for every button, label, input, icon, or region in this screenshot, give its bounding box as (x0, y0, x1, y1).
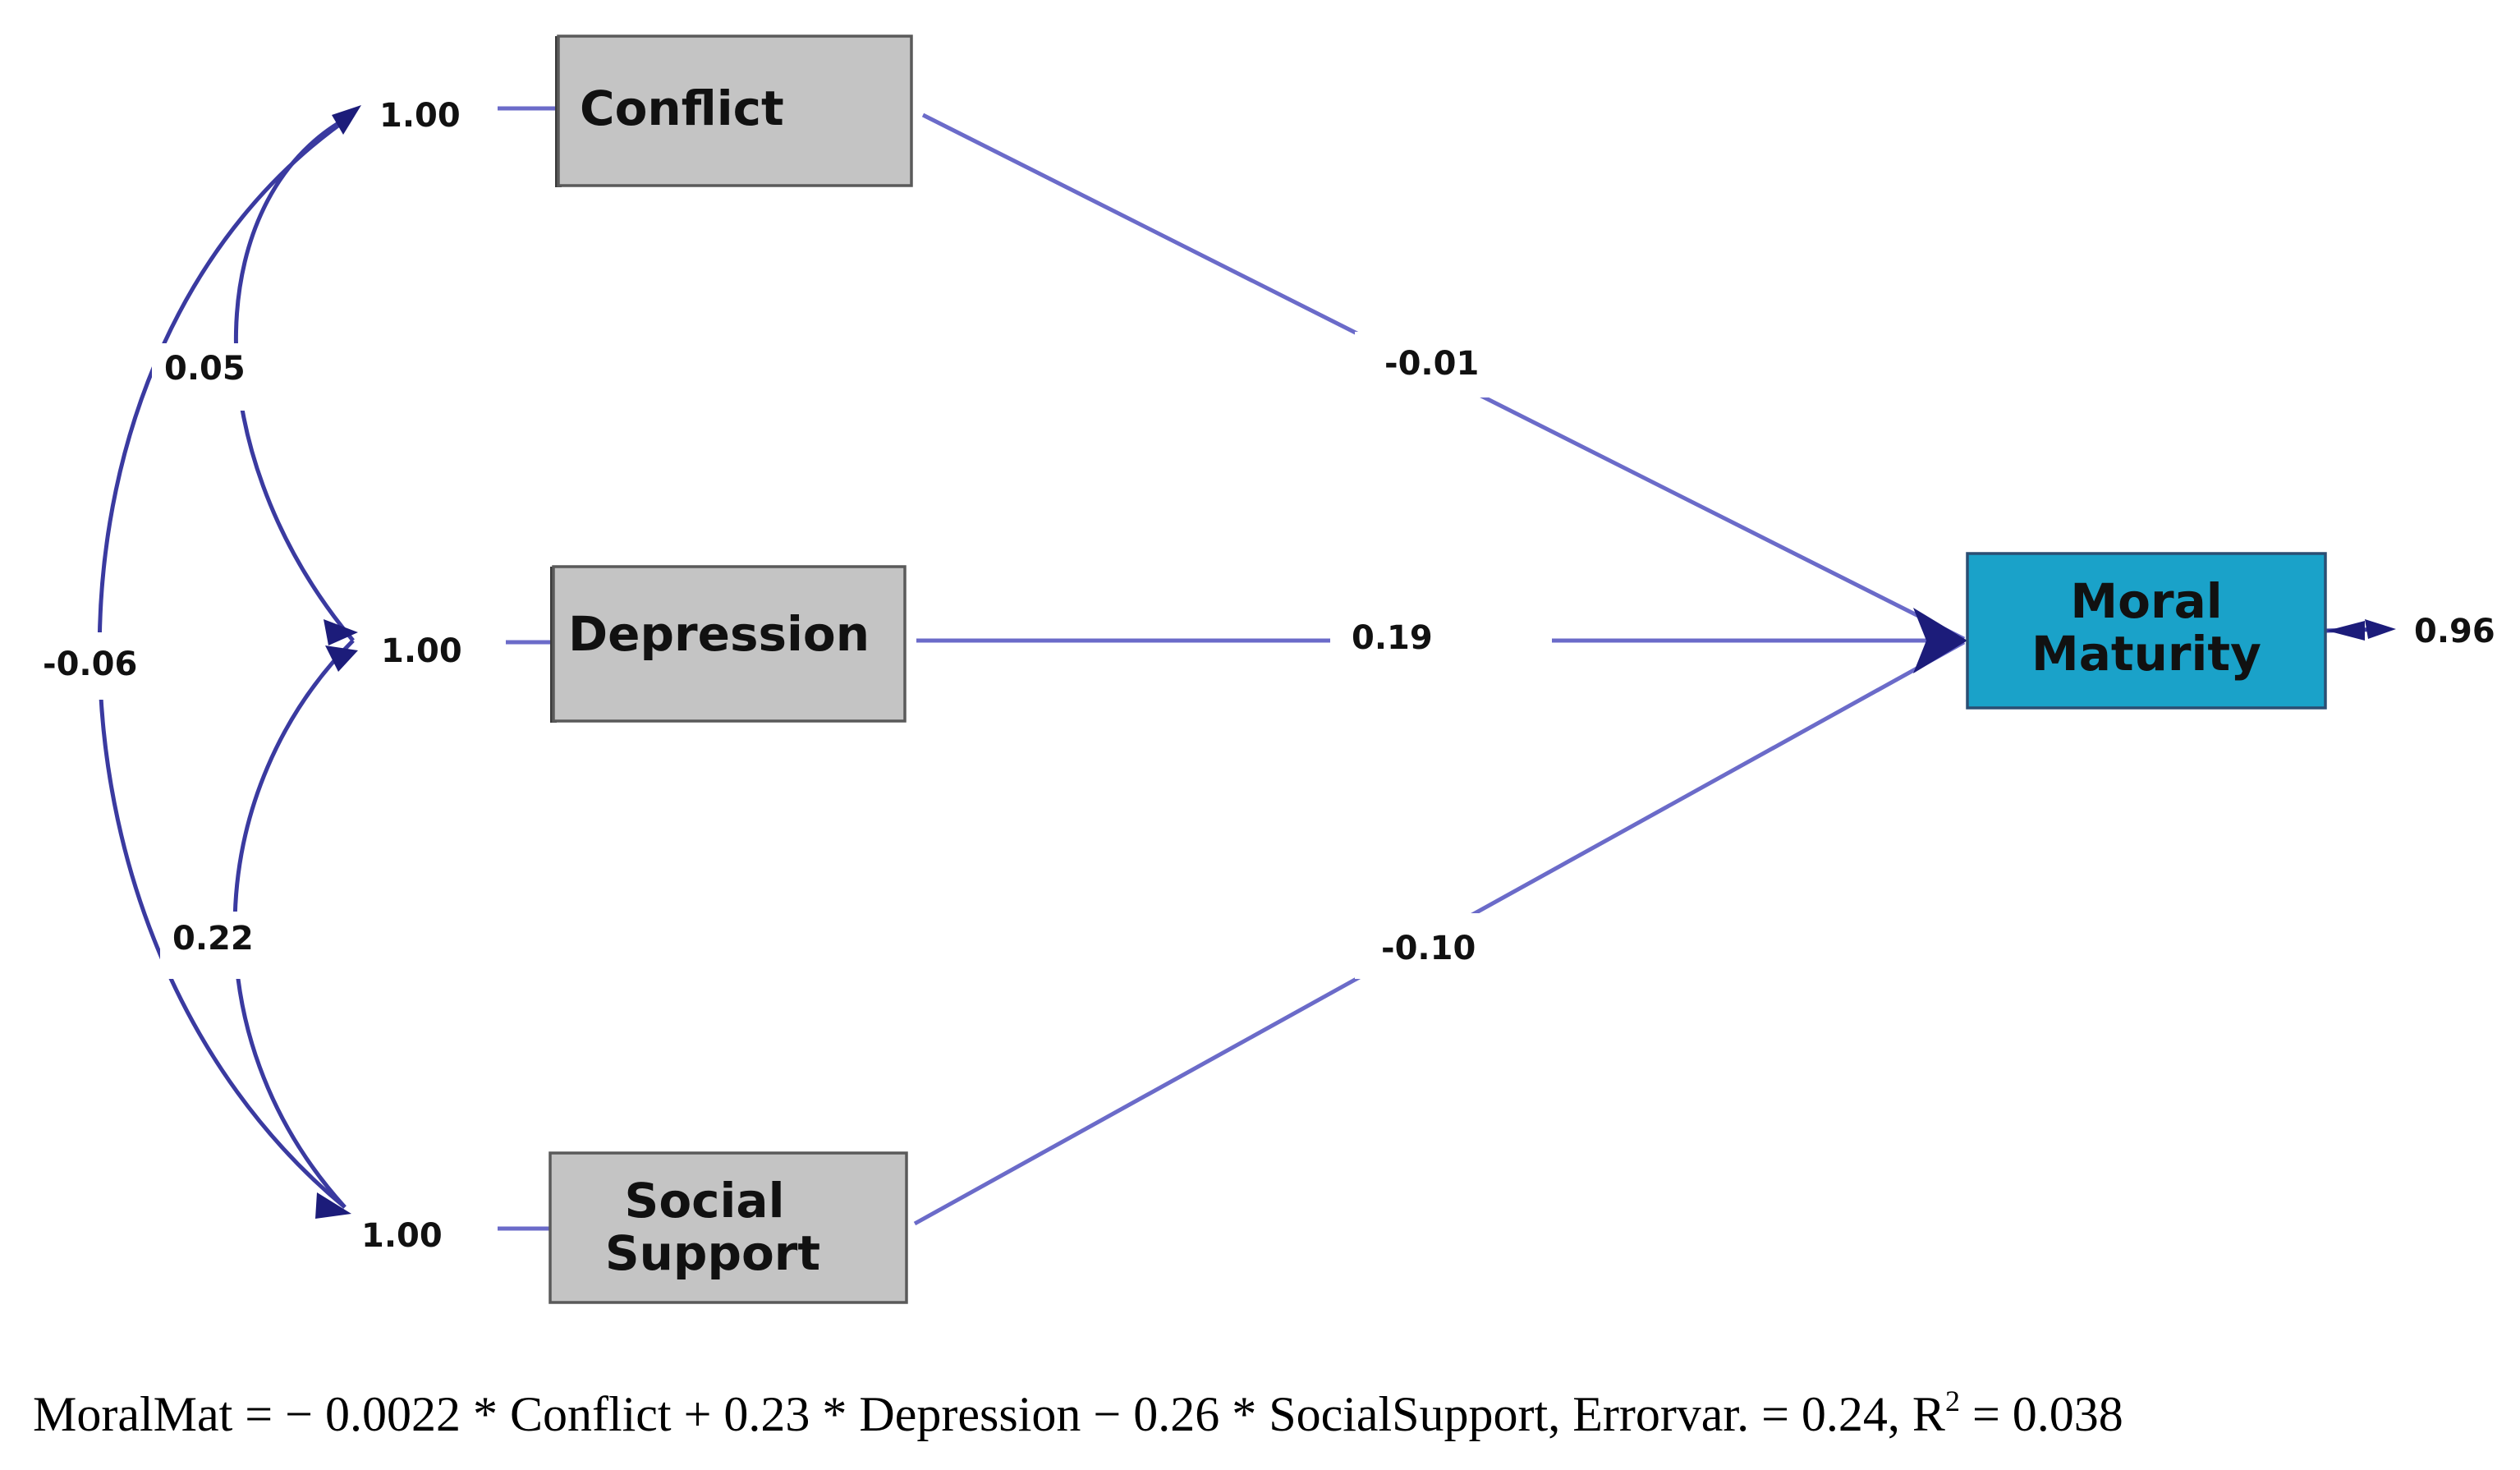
variance-social-support: 1.00 (361, 1217, 443, 1255)
path-coef-social-support-moral: -0.10 (1381, 930, 1476, 967)
variance-conflict: 1.00 (379, 97, 461, 135)
covariance-depression-social-support: 0.22 (172, 920, 254, 958)
covariance-conflict-depression: 0.05 (164, 350, 246, 388)
variance-depression: 1.00 (381, 632, 462, 670)
social-support-box (549, 1151, 908, 1304)
node-label-maturity: Maturity (2031, 626, 2261, 682)
moral-maturity-box (1966, 552, 2327, 710)
path-diagram: Conflict Depression Social Support Moral… (43, 34, 2495, 1304)
arrowhead-depression-upper (324, 619, 358, 645)
node-label-conflict: Conflict (580, 80, 784, 136)
path-coef-depression-moral: 0.19 (1352, 619, 1433, 657)
covariance-conflict-social-support: -0.06 (43, 645, 137, 683)
arrowhead-error-variance (2327, 621, 2365, 641)
conflict-box (557, 34, 913, 187)
equation-tail: = 0.038 (1959, 1387, 2123, 1441)
arrowhead-into-moral-maturity (1913, 608, 1967, 673)
arrowhead-depression-lower (325, 645, 358, 672)
depression-box (552, 565, 907, 723)
arrowhead-social-support (315, 1192, 351, 1219)
path-coef-conflict-moral: -0.01 (1384, 345, 1479, 383)
error-variance-moral-maturity: 0.96 (2414, 613, 2495, 650)
arrowhead-error-variance-tip (2365, 619, 2396, 639)
node-label-moral: Moral (2070, 573, 2222, 629)
equation-superscript: 2 (1944, 1385, 1960, 1417)
regression-equation: MoralMat = − 0.0022 * Conflict + 0.23 * … (33, 1386, 2496, 1443)
node-label-social: Social (625, 1173, 785, 1229)
arrowhead-conflict-upper (332, 105, 361, 135)
node-label-depression: Depression (568, 606, 870, 662)
node-label-support: Support (605, 1225, 820, 1281)
equation-main: MoralMat = − 0.0022 * Conflict + 0.23 * … (33, 1387, 1945, 1441)
